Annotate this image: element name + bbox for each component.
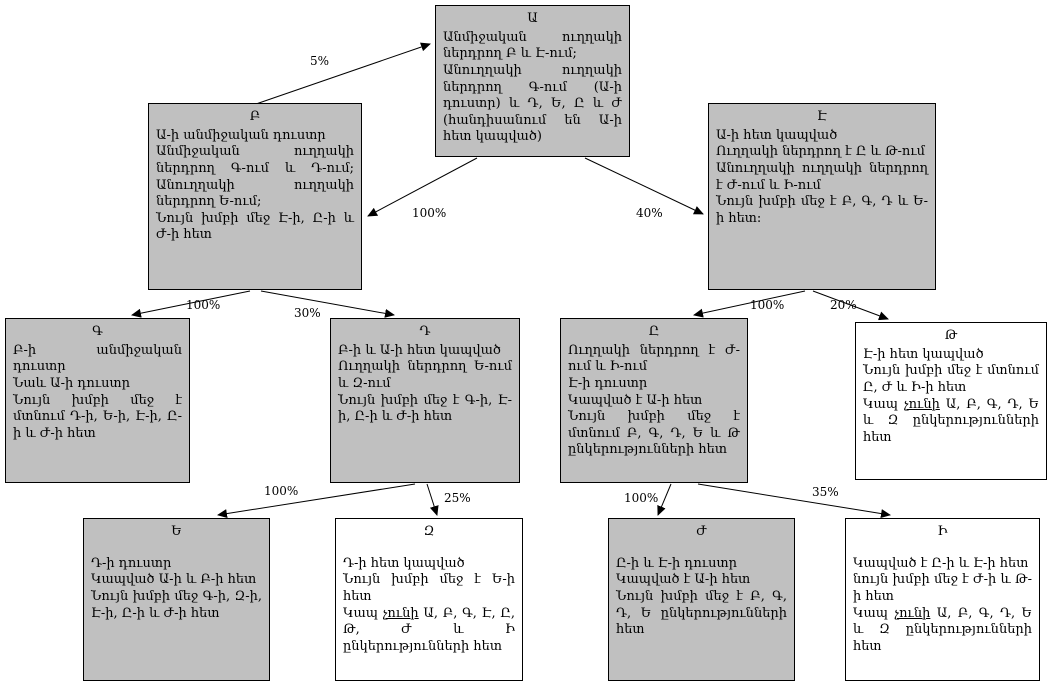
node-g-text-2: Նաև Ա-ի դուստր: [13, 375, 130, 391]
node-i-title: Ի: [937, 524, 948, 539]
arrow-label-a-e: 40%: [636, 206, 663, 220]
node-i: Ի Կապված է Ը-ի և Է-ի հետ նույն խմբի մեջ …: [845, 518, 1040, 681]
arrow-label-e-y: 100%: [750, 298, 785, 312]
node-t-title: Թ: [944, 328, 958, 343]
node-b-text-2: Անմիջական ուղղակի ներդրող Գ-ում և Դ-ում;…: [156, 144, 354, 210]
arrow-label-d-ye: 100%: [264, 484, 299, 498]
no-link-suffix: Ա, Բ, Գ, Դ, Ե և Զ ընկերությունների հետ: [853, 605, 1032, 654]
arrow-label-b-d: 30%: [294, 306, 321, 320]
node-a: Ա Անմիջական ուղղակի ներդրող Բ և Է-ում; Ա…: [435, 5, 630, 157]
no-link-suffix: Ա, Բ, Գ, Է, Ը, Թ, Ժ և Ի ընկերությունների…: [343, 605, 515, 654]
node-ye-title: Ե: [171, 524, 182, 539]
node-t: Թ Է-ի հետ կապված Նույն խմբի մեջ է մտնում…: [855, 322, 1047, 480]
no-link-underlined: չունի: [382, 605, 419, 621]
arrow-b-to-a: [255, 42, 431, 105]
node-d: Դ Բ-ի և Ա-ի հետ կապված Ուղղակի ներդրող Ե…: [330, 318, 520, 483]
node-ye-text-1: Դ-ի դուստր: [91, 555, 172, 571]
node-g-title: Գ: [92, 324, 103, 339]
arrow-label-b-g: 100%: [186, 298, 221, 312]
node-i-text-3: Կապ չունի Ա, Բ, Գ, Դ, Ե և Զ ընկերություն…: [853, 606, 1032, 656]
node-e-text-3: Անուղղակի ուղղակի ներդրող է Ժ-ում և Ի-ու…: [716, 160, 928, 193]
node-zh-title: Ժ: [696, 524, 707, 539]
arrow-d-to-ye: [217, 483, 416, 519]
node-e-text-4: Նույն խմբի մեջ է Բ, Գ, Դ և Ե-ի հետ:: [716, 194, 928, 226]
node-t-text-3: Կապ չունի Ա, Բ, Գ, Դ, Ե և Զ ընկերություն…: [863, 397, 1039, 447]
arrow-e-to-t: [812, 290, 889, 321]
node-a-text-2: Անուղղակի ուղղակի ներդրող Գ-ում (Ա-ի դու…: [443, 62, 622, 145]
node-d-title: Դ: [419, 324, 431, 339]
node-y: Ը Ուղղակի ներդրող է Ժ-ում և Ի-ում Է-ի դո…: [560, 318, 748, 483]
node-e-title: Է: [817, 109, 827, 124]
node-g-text-1: Բ-ի անմիջական դուստր: [13, 342, 182, 375]
arrow-a-to-e: [584, 157, 704, 215]
arrow-label-b-a: 5%: [310, 54, 330, 68]
node-a-title: Ա: [527, 11, 538, 26]
node-zh-text-2: Կապված է Ա-ի հետ: [616, 572, 751, 588]
node-y-text-2: Է-ի դուստր: [568, 375, 648, 391]
node-d-text-1: Բ-ի և Ա-ի հետ կապված: [338, 342, 501, 358]
node-e: Է Ա-ի հետ կապված Ուղղակի ներդրող է Ը և Թ…: [708, 103, 936, 290]
node-ye-text-2: Կապված Ա-ի և Բ-ի հետ: [91, 572, 257, 588]
node-b-title: Բ: [249, 109, 261, 124]
node-i-text-1: Կապված է Ը-ի և Է-ի հետ: [853, 555, 1029, 571]
node-z: Զ Դ-ի հետ կապված Նույն խմբի մեջ է Ե-ի հե…: [335, 518, 523, 681]
node-ye: Ե Դ-ի դուստր Կապված Ա-ի և Բ-ի հետ Նույն …: [83, 518, 270, 681]
arrow-label-y-zh: 100%: [624, 491, 659, 505]
node-d-text-2: Ուղղակի ներդրող Ե-ում և Զ-ում: [338, 359, 512, 391]
no-link-prefix: Կապ: [343, 605, 383, 621]
arrow-y-to-zh: [657, 483, 672, 516]
node-a-text-1: Անմիջական ուղղակի ներդրող Բ և Է-ում;: [443, 29, 622, 62]
arrow-e-to-y: [693, 290, 806, 318]
arrow-label-a-b: 100%: [412, 206, 447, 220]
node-t-text-1: Է-ի հետ կապված: [863, 346, 984, 362]
arrow-d-to-z: [426, 483, 439, 516]
node-y-text-1: Ուղղակի ներդրող է Ժ-ում և Ի-ում: [568, 342, 740, 375]
node-d-text-3: Նույն խմբի մեջ է Գ-ի, Է-ի, Ը-ի և Ժ-ի հետ: [338, 392, 512, 425]
no-link-underlined: չունի: [894, 605, 931, 621]
no-link-suffix: Ա, Բ, Գ, Դ, Ե և Զ ընկերությունների հետ: [863, 396, 1039, 445]
node-z-text-2: Նույն խմբի մեջ է Ե-ի հետ: [343, 572, 515, 604]
no-link-prefix: Կապ: [853, 605, 895, 621]
node-b: Բ Ա-ի անմիջական դուստր Անմիջական ուղղակի…: [148, 103, 362, 290]
arrow-label-e-t: 20%: [830, 298, 857, 312]
node-y-title: Ը: [648, 324, 660, 339]
no-link-underlined: չունի: [903, 396, 940, 412]
node-g-text-3: Նույն խմբի մեջ է մտնում Դ-ի, Ե-ի, Է-ի, Ը…: [13, 392, 182, 441]
arrow-a-to-b: [367, 157, 478, 217]
arrow-b-to-d: [260, 290, 395, 318]
node-b-text-1: Ա-ի անմիջական դուստր: [156, 127, 326, 143]
node-e-text-1: Ա-ի հետ կապված: [716, 127, 838, 143]
node-z-title: Զ: [423, 524, 435, 539]
node-y-text-4: Նույն խմբի մեջ է մտնում Բ, Գ, Դ, Ե և Թ ը…: [568, 409, 740, 458]
node-g: Գ Բ-ի անմիջական դուստր Նաև Ա-ի դուստր Նո…: [5, 318, 190, 483]
node-zh-text-3: Նույն խմբի մեջ է Բ, Գ, Դ, Ե ընկերություն…: [616, 588, 787, 638]
node-b-text-3: Նույն խմբի մեջ Է-ի, Ը-ի և Ժ-ի հետ: [156, 210, 354, 243]
arrow-y-to-i: [697, 483, 891, 519]
node-y-text-3: Կապված է Ա-ի հետ: [568, 392, 703, 408]
node-i-text-2: նույն խմբի մեջ է Ժ-ի և Թ-ի հետ: [853, 572, 1032, 604]
node-z-text-1: Դ-ի հետ կապված: [343, 555, 465, 571]
arrow-b-to-g: [131, 290, 251, 318]
node-zh-text-1: Ը-ի և Է-ի դուստր: [616, 555, 737, 571]
node-z-text-3: Կապ չունի Ա, Բ, Գ, Է, Ը, Թ, Ժ և Ի ընկերո…: [343, 606, 515, 656]
arrow-label-y-i: 35%: [812, 485, 839, 499]
arrow-label-d-z: 25%: [444, 491, 471, 505]
node-t-text-2: Նույն խմբի մեջ է մտնում Ը, Ժ և Ի-ի հետ: [863, 363, 1039, 395]
node-ye-text-3: Նույն խմբի մեջ Գ-ի, Զ-ի, Է-ի, Ը-ի և Ժ-ի …: [91, 588, 262, 621]
node-e-text-2: Ուղղակի ներդրող է Ը և Թ-ում: [716, 144, 926, 160]
node-zh: Ժ Ը-ի և Է-ի դուստր Կապված է Ա-ի հետ Նույ…: [608, 518, 795, 681]
no-link-prefix: Կապ: [863, 396, 904, 412]
